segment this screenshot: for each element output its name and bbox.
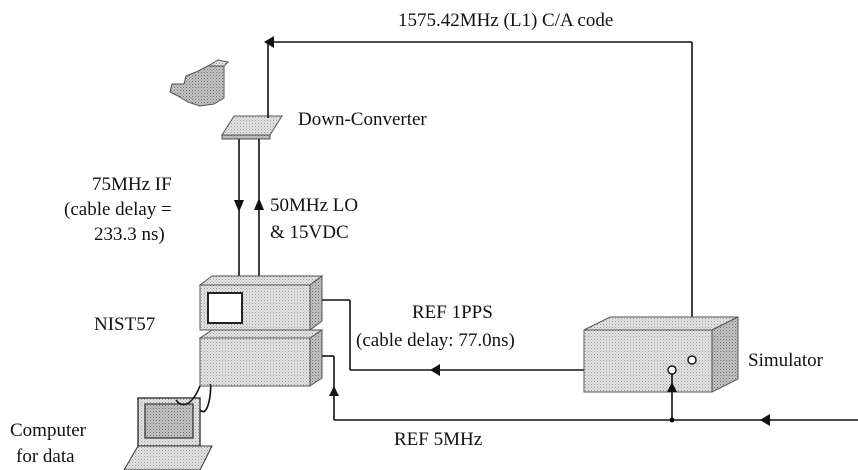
pps-label-line2: (cable delay: 77.0ns) [356, 330, 515, 351]
lo-label-line2: & 15VDC [270, 222, 349, 243]
lo-label-line1: 50MHz LO [270, 195, 358, 216]
if-label-line3: 233.3 ns) [94, 224, 165, 245]
simulator-label: Simulator [748, 350, 824, 371]
ref-5mhz-label: REF 5MHz [394, 429, 482, 450]
computer-icon [123, 397, 213, 470]
ref-5mhz-cable [322, 355, 858, 426]
computer-cable [175, 384, 212, 413]
simulator-unit [583, 316, 739, 393]
computer-label-line1: Computer [10, 420, 87, 441]
if-label-line2: (cable delay = [64, 199, 172, 220]
if-cable [234, 139, 244, 278]
rf-signal-label: 1575.42MHz (L1) C/A code [398, 10, 613, 31]
receiver-screen [207, 292, 243, 324]
down-converter-label: Down-Converter [298, 109, 427, 130]
receiver-label: NIST57 [94, 314, 155, 335]
rf-l1-cable [264, 36, 693, 356]
if-label-line1: 75MHz IF [92, 174, 172, 195]
computer-label-line2: for data [16, 446, 75, 467]
pps-label-line1: REF 1PPS [412, 302, 493, 323]
lo-cable [254, 139, 264, 278]
down-converter-box [221, 115, 283, 140]
antenna-icon [169, 59, 230, 107]
receiver-unit [198, 275, 324, 387]
simulator-rf-port [687, 355, 697, 365]
